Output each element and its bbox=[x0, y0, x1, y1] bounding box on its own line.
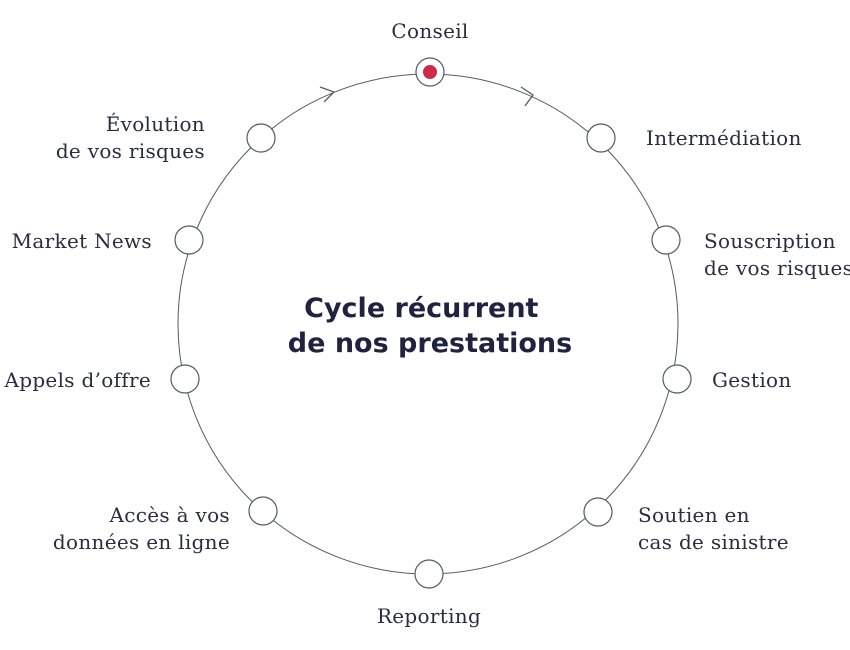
center-title-line-1: Cycle récurrent bbox=[304, 293, 538, 324]
step-node-circle bbox=[170, 364, 200, 394]
step-node-circle bbox=[414, 559, 444, 589]
center-title-line-2: de nos prestations bbox=[288, 328, 572, 359]
step-node-circle bbox=[174, 225, 204, 255]
step-label-line: Conseil bbox=[391, 19, 468, 43]
step-nodes bbox=[170, 57, 692, 589]
step-node-4 bbox=[662, 364, 692, 394]
step-label-3: Souscription de vos risques bbox=[704, 229, 850, 280]
step-label-line: Market News bbox=[12, 229, 152, 253]
step-label-line: Intermédiation bbox=[646, 126, 802, 150]
step-node-8 bbox=[170, 364, 200, 394]
step-label-line: Évolution bbox=[106, 112, 205, 136]
step-node-9 bbox=[174, 225, 204, 255]
step-node-circle bbox=[583, 497, 613, 527]
arrow-up-right-icon bbox=[319, 86, 336, 103]
step-label-5: Soutien en cas de sinistre bbox=[638, 503, 789, 554]
step-label-line: Souscription bbox=[704, 229, 836, 253]
step-label-6: Reporting bbox=[377, 604, 481, 628]
step-node-circle bbox=[651, 225, 681, 255]
step-node-circle bbox=[248, 496, 278, 526]
step-label-line: données en ligne bbox=[53, 530, 230, 554]
step-label-10: Évolution de vos risques bbox=[56, 112, 205, 163]
step-node-1 bbox=[415, 57, 445, 87]
step-node-3 bbox=[651, 225, 681, 255]
step-label-line: Soutien en bbox=[638, 503, 750, 527]
step-label-2: Intermédiation bbox=[646, 126, 802, 150]
step-label-8: Appels d’offre bbox=[3, 368, 151, 392]
step-label-1: Conseil bbox=[391, 19, 468, 43]
step-label-9: Market News bbox=[12, 229, 152, 253]
step-node-10 bbox=[246, 123, 276, 153]
step-node-circle bbox=[662, 364, 692, 394]
arrow-right-icon bbox=[520, 86, 534, 107]
step-label-line: Gestion bbox=[712, 368, 792, 392]
step-label-line: de vos risques bbox=[704, 256, 850, 280]
step-label-7: Accès à vos données en ligne bbox=[53, 503, 230, 554]
active-step-dot bbox=[423, 65, 437, 79]
step-node-7 bbox=[248, 496, 278, 526]
center-title: Cycle récurrent de nos prestations bbox=[288, 293, 572, 359]
step-node-circle bbox=[246, 123, 276, 153]
step-label-4: Gestion bbox=[712, 368, 792, 392]
step-label-line: Reporting bbox=[377, 604, 481, 628]
step-label-line: Accès à vos bbox=[109, 503, 231, 527]
step-node-5 bbox=[583, 497, 613, 527]
step-node-circle bbox=[586, 123, 616, 153]
step-node-2 bbox=[586, 123, 616, 153]
step-label-line: de vos risques bbox=[56, 139, 205, 163]
step-label-line: Appels d’offre bbox=[3, 368, 151, 392]
step-node-6 bbox=[414, 559, 444, 589]
step-label-line: cas de sinistre bbox=[638, 530, 789, 554]
